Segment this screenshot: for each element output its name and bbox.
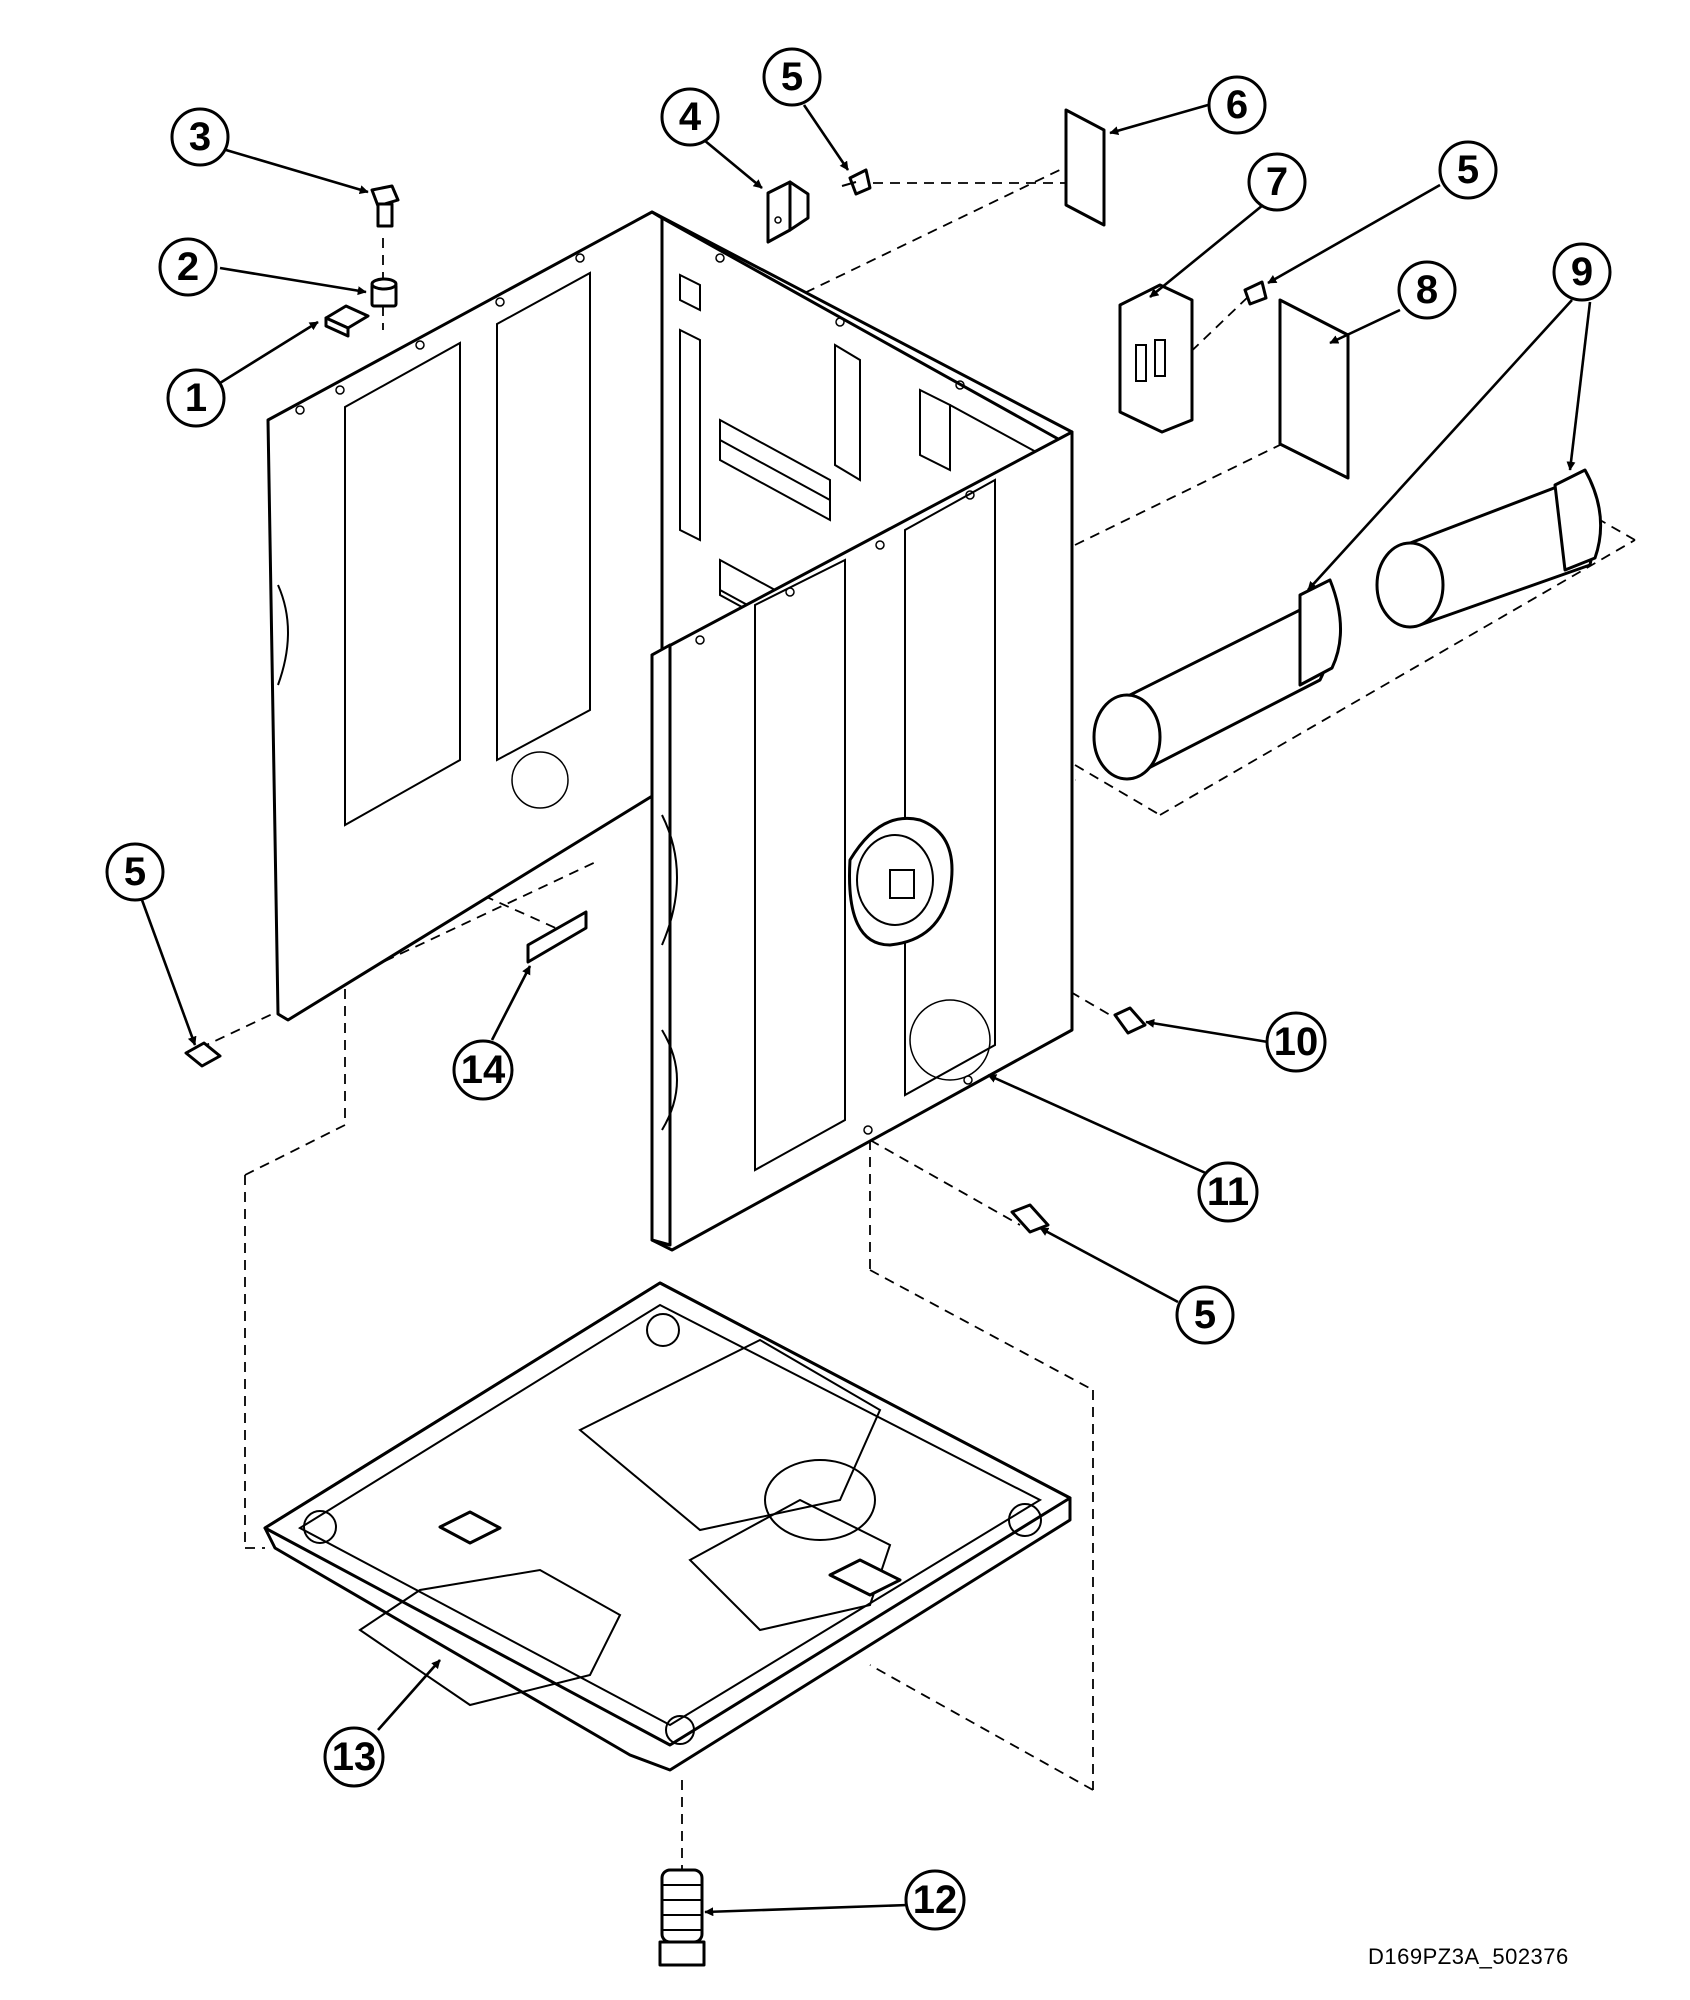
label-part-upper: [1064, 108, 1106, 227]
callout-label: 13: [332, 1735, 377, 1779]
callout-label: 14: [461, 1048, 506, 1092]
callout-label: 5: [124, 850, 146, 894]
callout-label: 5: [1194, 1293, 1216, 1337]
callout-label: 1: [185, 376, 207, 420]
callout-label: 5: [1457, 148, 1479, 192]
callout-label: 7: [1266, 160, 1288, 204]
callout-6: 6: [1207, 75, 1267, 135]
callout-label: 11: [1207, 1170, 1249, 1214]
clip-part: [1118, 283, 1194, 434]
callout-5: 5: [762, 47, 822, 107]
leader-lines: [140, 103, 1592, 1917]
callout-4: 4: [660, 87, 720, 147]
screw-part-clip: [1243, 280, 1268, 306]
callout-5: 5: [105, 842, 165, 902]
callout-2: 2: [158, 237, 218, 297]
callout-3: 3: [170, 107, 230, 167]
callout-14: 14: [452, 1039, 514, 1101]
screw-part-top: [370, 184, 400, 228]
callout-5: 5: [1175, 1285, 1235, 1345]
pad-part-side: [324, 316, 350, 338]
callout-9: 9: [1552, 242, 1612, 302]
callout-1: 1: [166, 368, 226, 428]
side-panel: [650, 430, 1074, 1252]
callout-13: 13: [323, 1726, 385, 1788]
spacer-part: [370, 277, 398, 308]
callout-label: 10: [1274, 1020, 1319, 1064]
callout-label: 12: [913, 1878, 958, 1922]
drawing-id: D169PZ3A_502376: [1368, 1944, 1569, 1969]
callout-label: 9: [1571, 250, 1593, 294]
screw-part-panel: [1113, 1006, 1147, 1035]
bracket-part: [766, 180, 810, 244]
cabinet-base: [263, 1281, 1072, 1772]
callout-label: 8: [1416, 268, 1438, 312]
callout-label: 4: [679, 95, 702, 139]
callout-label: 6: [1226, 83, 1248, 127]
screw-part-left: [184, 1041, 222, 1068]
callout-11: 11: [1197, 1161, 1259, 1223]
callout-8: 8: [1397, 260, 1457, 320]
callout-7: 7: [1247, 152, 1307, 212]
callout-label: 3: [189, 115, 211, 159]
screw-part-bracket: [841, 168, 872, 196]
exhaust-duct-part: [1092, 468, 1603, 781]
callout-10: 10: [1265, 1011, 1327, 1073]
callout-label: 5: [781, 55, 803, 99]
label-part-base: [526, 910, 588, 964]
callout-label: 2: [177, 245, 199, 289]
callout-12: 12: [904, 1869, 966, 1931]
callout-5: 5: [1438, 140, 1498, 200]
leveling-leg-part: [658, 1868, 706, 1967]
screw-part-right: [1010, 1203, 1050, 1234]
label-part-lower: [1278, 298, 1350, 480]
